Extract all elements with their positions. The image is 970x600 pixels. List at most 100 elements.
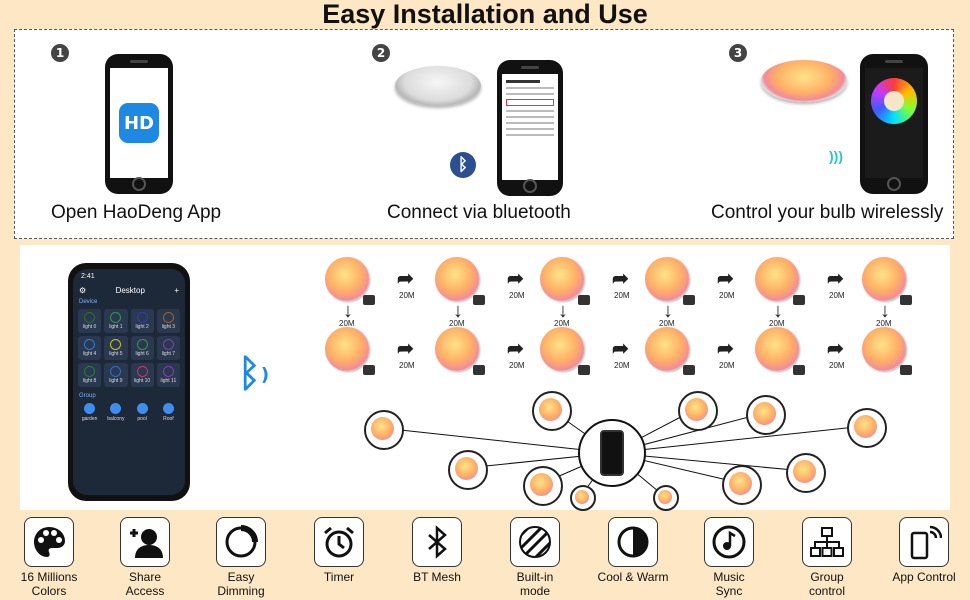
group-tile[interactable]: garden bbox=[78, 403, 101, 422]
feature-item: Music Sync bbox=[683, 517, 775, 598]
step-1-number: 1 bbox=[51, 44, 69, 62]
device-tile[interactable]: light 9 bbox=[104, 363, 128, 387]
feature-label: Timer bbox=[323, 570, 355, 584]
down-arrow-icon: ↓ bbox=[773, 300, 783, 322]
down-arrow-icon: ↓ bbox=[558, 300, 568, 322]
distance-label: 20M bbox=[769, 319, 785, 328]
power-icon bbox=[84, 312, 96, 323]
forward-arrow-icon: ➦ bbox=[507, 338, 524, 360]
power-icon bbox=[110, 312, 122, 323]
device-name: light 11 bbox=[160, 378, 177, 384]
distance-label: 20M bbox=[614, 361, 630, 370]
distance-label: 20M bbox=[509, 291, 525, 300]
down-arrow-icon: ↓ bbox=[880, 300, 890, 322]
device-tile[interactable]: light 7 bbox=[156, 336, 180, 360]
device-name: light 1 bbox=[109, 324, 123, 330]
power-icon bbox=[84, 339, 96, 350]
feature-item: Easy Dimming bbox=[195, 517, 287, 598]
power-icon bbox=[110, 366, 122, 377]
settings-icon[interactable]: ⚙ bbox=[79, 286, 87, 295]
bluetooth-icon: ᛒ bbox=[450, 152, 476, 178]
feature-label: Music Sync bbox=[713, 570, 745, 598]
device-name: light 6 bbox=[135, 351, 149, 357]
step-1-label: Open HaoDeng App bbox=[51, 202, 222, 223]
step-3-number: 3 bbox=[729, 44, 747, 62]
step-3-label: Control your bulb wirelessly bbox=[711, 202, 944, 223]
group-name: garden bbox=[81, 416, 98, 422]
device-tile[interactable]: light 2 bbox=[130, 309, 154, 333]
wireless-signal-icon: ))) bbox=[829, 148, 843, 164]
device-name: light 2 bbox=[135, 324, 149, 330]
add-icon[interactable]: + bbox=[174, 286, 179, 295]
power-icon bbox=[162, 366, 174, 377]
feature-label: Share Access bbox=[125, 570, 165, 598]
device-tile[interactable]: light 4 bbox=[78, 336, 102, 360]
device-tile[interactable]: light 11 bbox=[156, 363, 180, 387]
feature-label: BT Mesh bbox=[413, 570, 461, 584]
device-tile[interactable]: light 0 bbox=[78, 309, 102, 333]
device-tile[interactable]: light 3 bbox=[156, 309, 180, 333]
downlight bbox=[755, 327, 805, 375]
share-user-icon bbox=[120, 517, 170, 567]
feature-item: BT Mesh bbox=[391, 517, 483, 584]
app-logo-text: HD bbox=[123, 112, 154, 134]
power-icon bbox=[162, 312, 174, 323]
step-2-phone bbox=[497, 60, 563, 196]
device-tile[interactable]: light 8 bbox=[78, 363, 102, 387]
device-tile[interactable]: light 6 bbox=[130, 336, 154, 360]
device-tile[interactable]: light 5 bbox=[104, 336, 128, 360]
downlight bbox=[862, 257, 912, 305]
grouped-light bbox=[722, 465, 762, 505]
downlight bbox=[435, 327, 485, 375]
colored-downlight-image bbox=[761, 60, 847, 102]
group-section-label: Group bbox=[79, 393, 96, 399]
dimming-icon bbox=[216, 517, 266, 567]
group-tile[interactable]: Roof bbox=[157, 403, 180, 422]
downlight bbox=[645, 257, 695, 305]
bluetooth-signal-icon: ᛒ) bbox=[238, 351, 270, 395]
feature-label: Built-in mode bbox=[516, 570, 554, 598]
group-tile[interactable]: balcony bbox=[104, 403, 127, 422]
group-name: balcony bbox=[107, 416, 125, 422]
group-name: Roof bbox=[163, 416, 174, 422]
downlight bbox=[645, 327, 695, 375]
hub-phone-circle bbox=[578, 419, 646, 487]
device-name: light 5 bbox=[109, 351, 123, 357]
step-2: 2 ᛒ Connect via bluetooth bbox=[325, 30, 655, 240]
forward-arrow-icon: ➦ bbox=[827, 268, 844, 290]
device-name: light 9 bbox=[109, 378, 123, 384]
half-moon-icon bbox=[608, 517, 658, 567]
forward-arrow-icon: ➦ bbox=[507, 268, 524, 290]
group-tile[interactable]: pool bbox=[131, 403, 154, 422]
step-2-number: 2 bbox=[372, 44, 390, 62]
distance-label: 20M bbox=[449, 319, 465, 328]
device-section-label: Device bbox=[79, 299, 98, 305]
steps-box: 1 HD Open HaoDeng App 2 ᛒ bbox=[14, 29, 954, 239]
grouped-light bbox=[678, 391, 718, 431]
alarm-clock-icon bbox=[314, 517, 364, 567]
bulb-icon bbox=[84, 403, 96, 414]
power-icon bbox=[136, 312, 148, 323]
step-2-label: Connect via bluetooth bbox=[387, 202, 571, 223]
forward-arrow-icon: ➦ bbox=[612, 268, 629, 290]
bulb-icon bbox=[162, 403, 174, 414]
hierarchy-icon bbox=[802, 517, 852, 567]
downlight bbox=[862, 327, 912, 375]
downlight bbox=[325, 327, 375, 375]
distance-label: 20M bbox=[829, 361, 845, 370]
step-1: 1 HD Open HaoDeng App bbox=[15, 30, 325, 240]
device-tile[interactable]: light 1 bbox=[104, 309, 128, 333]
step-3: 3 ))) Control your bulb wirelessly bbox=[655, 30, 953, 240]
color-wheel-icon[interactable] bbox=[871, 78, 917, 124]
power-icon bbox=[84, 366, 96, 377]
bulb-icon bbox=[136, 403, 148, 414]
device-tile[interactable]: light 10 bbox=[130, 363, 154, 387]
grouped-light bbox=[523, 466, 563, 506]
feature-item: Built-in mode bbox=[489, 517, 581, 598]
distance-label: 20M bbox=[399, 361, 415, 370]
haodeng-app-logo[interactable]: HD bbox=[119, 103, 159, 143]
stripes-icon bbox=[510, 517, 560, 567]
forward-arrow-icon: ➦ bbox=[717, 338, 734, 360]
